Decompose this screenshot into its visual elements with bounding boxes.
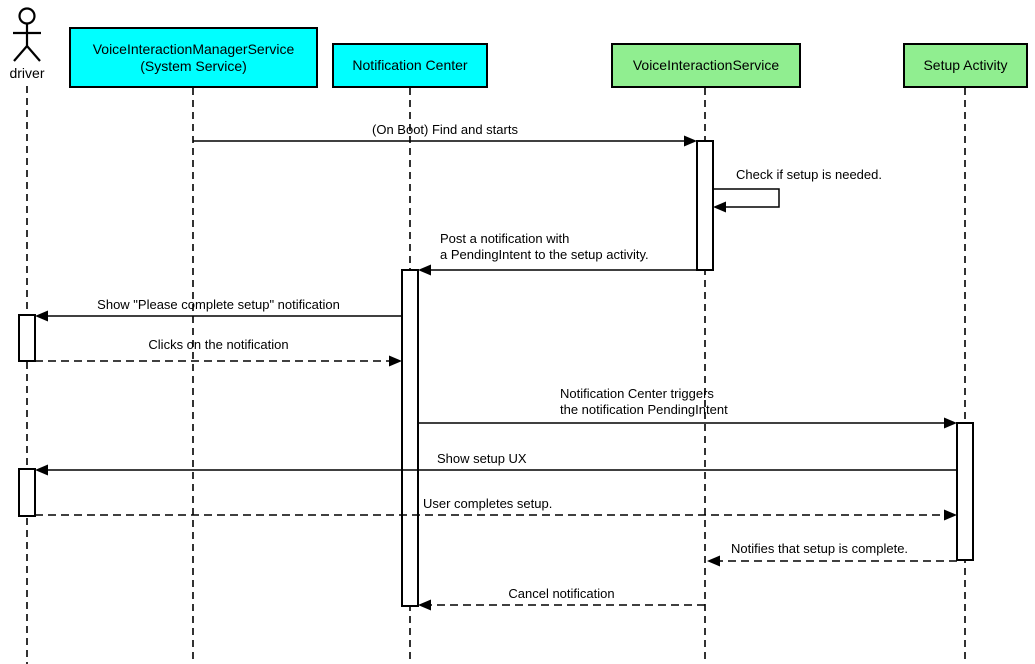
activation-bar-driver-2: [18, 468, 36, 517]
arrowhead-left: [35, 464, 48, 476]
message-label-on-boot-find-and-starts: (On Boot) Find and starts: [372, 122, 518, 137]
message-label-show-setup-ux: Show setup UX: [437, 451, 527, 466]
message-arrow-notifies-setup-complete: [707, 555, 957, 567]
arrowhead-right: [389, 355, 402, 367]
arrowhead-right: [944, 509, 957, 521]
message-arrow-post-notification: [418, 264, 697, 276]
activation-bar-driver-1: [18, 314, 36, 362]
arrowhead-left: [35, 310, 48, 322]
message-label-triggers-pendingintent: Notification Center triggers the notific…: [560, 386, 728, 417]
message-label-user-completes-setup: User completes setup.: [423, 496, 553, 511]
arrowhead-left: [707, 555, 720, 567]
message-arrow-triggers-pendingintent: [418, 417, 957, 429]
arrowhead-right: [944, 417, 957, 429]
arrowhead-right: [684, 135, 697, 147]
activation-bar-notification-center: [401, 269, 419, 607]
arrowhead-left: [713, 201, 726, 213]
arrowhead-left: [418, 264, 431, 276]
message-arrow-user-completes-setup: [35, 509, 957, 521]
message-label-show-setup-notification: Show "Please complete setup" notificatio…: [97, 297, 340, 312]
message-arrow-check-if-setup-needed: [713, 188, 780, 213]
message-label-cancel-notification: Cancel notification: [508, 586, 615, 601]
participant-box-setup-activity: Setup Activity: [903, 43, 1028, 88]
message-arrow-show-setup-notification: [35, 310, 402, 322]
message-label-notifies-setup-complete: Notifies that setup is complete.: [731, 541, 909, 556]
message-arrow-show-setup-ux: [35, 464, 957, 476]
actor-driver-figure: [13, 7, 41, 62]
message-label-check-if-setup-needed: Check if setup is needed.: [736, 167, 882, 182]
message-label-post-notification: Post a notification with a PendingIntent…: [440, 231, 649, 262]
activation-bar-vis: [696, 140, 714, 271]
participant-box-notification-center: Notification Center: [332, 43, 488, 88]
participant-box-vis: VoiceInteractionService: [611, 43, 801, 88]
actor-driver-label: driver: [9, 65, 45, 81]
participant-box-vims: VoiceInteractionManagerService (System S…: [69, 27, 318, 88]
arrowhead-left: [418, 599, 431, 611]
message-arrow-on-boot-find-and-starts: [193, 135, 697, 147]
message-arrow-cancel-notification: [418, 599, 705, 611]
message-arrow-clicks-notification: [35, 355, 402, 367]
activation-bar-setup-activity: [956, 422, 974, 561]
message-label-clicks-notification: Clicks on the notification: [148, 337, 289, 352]
